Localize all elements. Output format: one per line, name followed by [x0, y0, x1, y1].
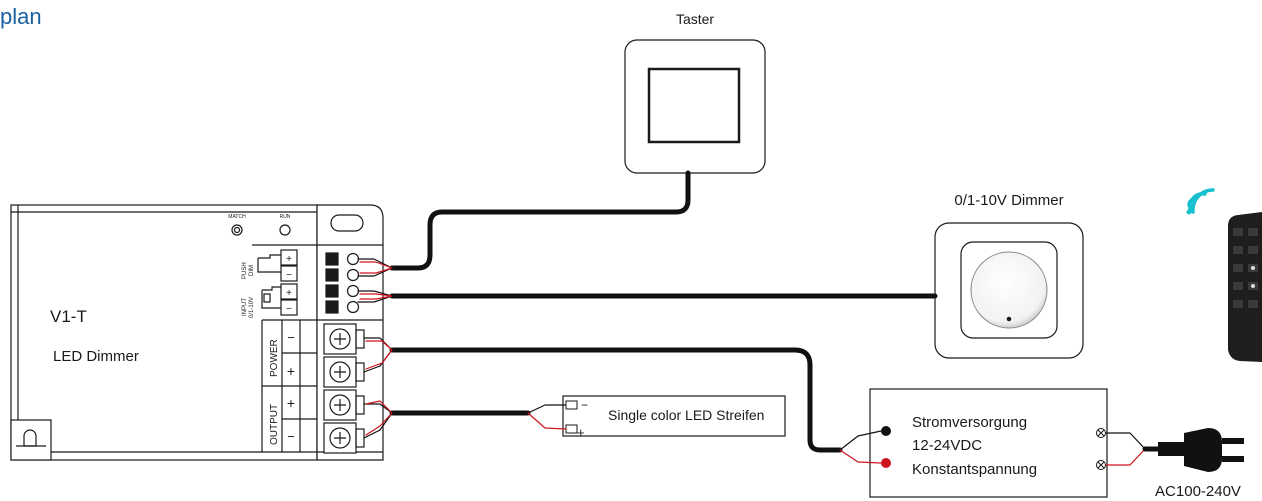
- match-label: MATCH: [228, 214, 246, 220]
- mounting-tab: [10, 419, 52, 461]
- power-plus: +: [287, 363, 295, 379]
- output-plus: +: [287, 395, 295, 411]
- psu-positive-terminal: [881, 458, 891, 468]
- wires: [357, 170, 1163, 466]
- power-minus: −: [287, 330, 295, 345]
- input-plus: +: [286, 288, 292, 299]
- controller-model: V1-T: [50, 307, 87, 326]
- input-range-label: 0/1-10V: [249, 297, 255, 318]
- push-label: PUSH: [242, 262, 248, 279]
- dimmer-dial: [970, 251, 1048, 329]
- screw-terminals: [323, 323, 365, 454]
- led-strip-body: [562, 395, 786, 437]
- controller-housing: [10, 204, 318, 461]
- output-minus: −: [287, 429, 295, 444]
- led-strip-minus: −: [581, 398, 588, 412]
- psu-negative-terminal: [881, 426, 891, 436]
- remote-control: [1228, 212, 1262, 362]
- controller-subtitle: LED Dimmer: [53, 348, 139, 365]
- psu-line3: Konstantspannung: [912, 461, 1037, 478]
- mount-slot: [330, 214, 364, 232]
- psu-line2: 12-24VDC: [912, 437, 982, 454]
- match-led: [231, 224, 243, 236]
- power-supply-body: [869, 388, 1108, 498]
- mains-plug: [1158, 428, 1244, 472]
- run-label: RUN: [280, 214, 291, 220]
- led-strip: [562, 395, 786, 437]
- led-strip-label: Single color LED Streifen: [608, 407, 764, 423]
- led-strip-plus: +: [577, 425, 585, 440]
- run-led: [279, 224, 291, 236]
- push-plus: +: [286, 254, 292, 265]
- psu-line1: Stromversorgung: [912, 414, 1027, 431]
- dim-label: DIM: [249, 265, 255, 276]
- mains-label: AC100-240V: [1155, 483, 1241, 500]
- controller-v1t: [10, 204, 384, 461]
- input-label: INPUT: [242, 298, 248, 316]
- output-label: OUTPUT: [269, 404, 280, 445]
- page-heading: plan: [0, 4, 42, 29]
- power-label: POWER: [269, 339, 280, 377]
- dimmer-knob: [934, 222, 1084, 359]
- wifi-icon: [1186, 188, 1215, 215]
- dimmer-label: 0/1-10V Dimmer: [954, 192, 1063, 209]
- input-minus: −: [286, 304, 292, 315]
- push-minus: −: [286, 270, 292, 281]
- taster-switch: [624, 39, 766, 174]
- taster-label: Taster: [676, 11, 714, 27]
- power-supply: [869, 388, 1108, 498]
- taster-button: [647, 67, 741, 144]
